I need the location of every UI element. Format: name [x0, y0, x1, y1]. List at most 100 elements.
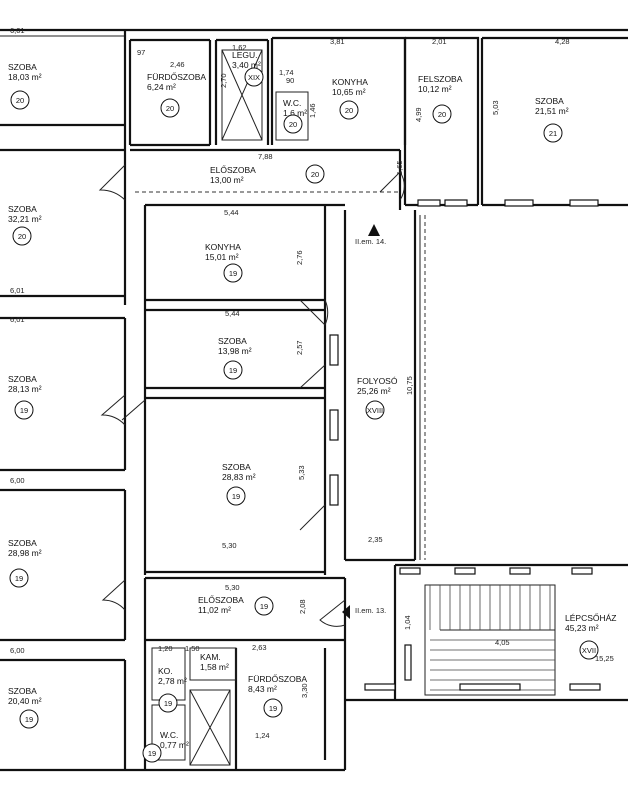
dimension-label: 1,62: [232, 43, 247, 52]
room-number: 20: [438, 110, 446, 119]
room-area: 10,12 m²: [418, 84, 452, 94]
room-number: 20: [16, 96, 24, 105]
room-name: KONYHA: [205, 242, 241, 252]
room-area: 21,51 m²: [535, 106, 569, 116]
room-number: 20: [289, 120, 297, 129]
room-number: 19: [229, 269, 237, 278]
room-area: 10,65 m²: [332, 87, 366, 97]
room-number-circle: [543, 123, 563, 143]
dimension-label: 2,70: [219, 73, 228, 88]
room-name: ELŐSZOBA: [198, 595, 244, 605]
dimension-label: 15,25: [595, 654, 614, 663]
room-number-circle: [579, 640, 599, 660]
windows: [329, 199, 601, 691]
dimension-label: 5,33: [297, 465, 306, 480]
dimension-label: 2,76: [295, 250, 304, 265]
room-area: 32,21 m²: [8, 214, 42, 224]
dimension-label: 90: [286, 76, 294, 85]
room-number-circle: [283, 114, 303, 134]
dimension-label: 5,30: [225, 583, 240, 592]
room-name: SZOBA: [535, 96, 564, 106]
room-number: 20: [166, 104, 174, 113]
room-area: 45,23 m²: [565, 623, 599, 633]
dimension-label: 7,88: [258, 152, 273, 161]
room-area: 13,98 m²: [218, 346, 252, 356]
room-number-circle: [158, 693, 178, 713]
dimension-label: 10,75: [405, 376, 414, 395]
room-number-circle: [10, 90, 30, 110]
room-name: SZOBA: [8, 686, 37, 696]
dimension-label: 6,01: [10, 26, 25, 35]
room-area: 1,6 m²: [283, 108, 307, 118]
stair-treads: [429, 585, 555, 691]
room-number: 21: [549, 129, 557, 138]
dimension-label: 1,46: [308, 103, 317, 118]
room-number: 19: [269, 704, 277, 713]
room-area: 25,26 m²: [357, 386, 391, 396]
room-number-circle: [432, 104, 452, 124]
room-name: FOLYOSÓ: [357, 376, 398, 386]
dimension-label: 5,03: [491, 100, 500, 115]
room-number-circle: [19, 709, 39, 729]
dimension-label: 6,00: [10, 646, 25, 655]
room-number-circle: [14, 400, 34, 420]
room-number: 19: [260, 602, 268, 611]
room-name: KAM.: [200, 652, 221, 662]
room-area: 15,01 m²: [205, 252, 239, 262]
room-number: XIX: [248, 73, 260, 82]
dimension-label: 2,35: [368, 535, 383, 544]
room-name: SZOBA: [222, 462, 251, 472]
room-number-circle: [339, 100, 359, 120]
room-name: KONYHA: [332, 77, 368, 87]
dimension-label: 2,01: [432, 37, 447, 46]
room-area: 3,40 m²: [232, 60, 261, 70]
room-area: 28,83 m²: [222, 472, 256, 482]
dimension-label: 1,20: [158, 644, 173, 653]
room-number-circle: [365, 400, 385, 420]
dimension-label: 6,01: [10, 286, 25, 295]
room-number: XVIII: [367, 406, 383, 415]
room-name: SZOBA: [8, 204, 37, 214]
room-number: 19: [229, 366, 237, 375]
room-area: 2,78 m²: [158, 676, 187, 686]
dimension-label: 4,99: [414, 107, 423, 122]
room-area: 1,58 m²: [200, 662, 229, 672]
room-name: LEGU.: [232, 50, 258, 60]
dimension-label: 1,24: [255, 731, 270, 740]
dimension-label: 1,65: [395, 160, 404, 175]
room-number: 19: [25, 715, 33, 724]
room-number: 19: [232, 492, 240, 501]
level-marker-label: II.em. 14.: [355, 237, 386, 246]
room-name: SZOBA: [8, 538, 37, 548]
room-area: 20,40 m²: [8, 696, 42, 706]
room-name: KO.: [158, 666, 173, 676]
room-number-circle: [263, 698, 283, 718]
dimension-label: 3,81: [330, 37, 345, 46]
room-number: 19: [148, 749, 156, 758]
room-area: 11,02 m²: [198, 605, 231, 615]
dimension-label: 6,01: [10, 315, 25, 324]
room-number-circle: [226, 486, 246, 506]
room-area: 18,03 m²: [8, 72, 42, 82]
level-marker-label: II.em. 13.: [355, 606, 386, 615]
room-number-circle: [244, 67, 264, 87]
dimension-label: 2,57: [295, 340, 304, 355]
room-area: 6,24 m²: [147, 82, 176, 92]
room-number: 20: [345, 106, 353, 115]
dimension-label: 1,50: [185, 644, 200, 653]
room-name: W.C.: [160, 730, 178, 740]
room-number: 19: [15, 574, 23, 583]
